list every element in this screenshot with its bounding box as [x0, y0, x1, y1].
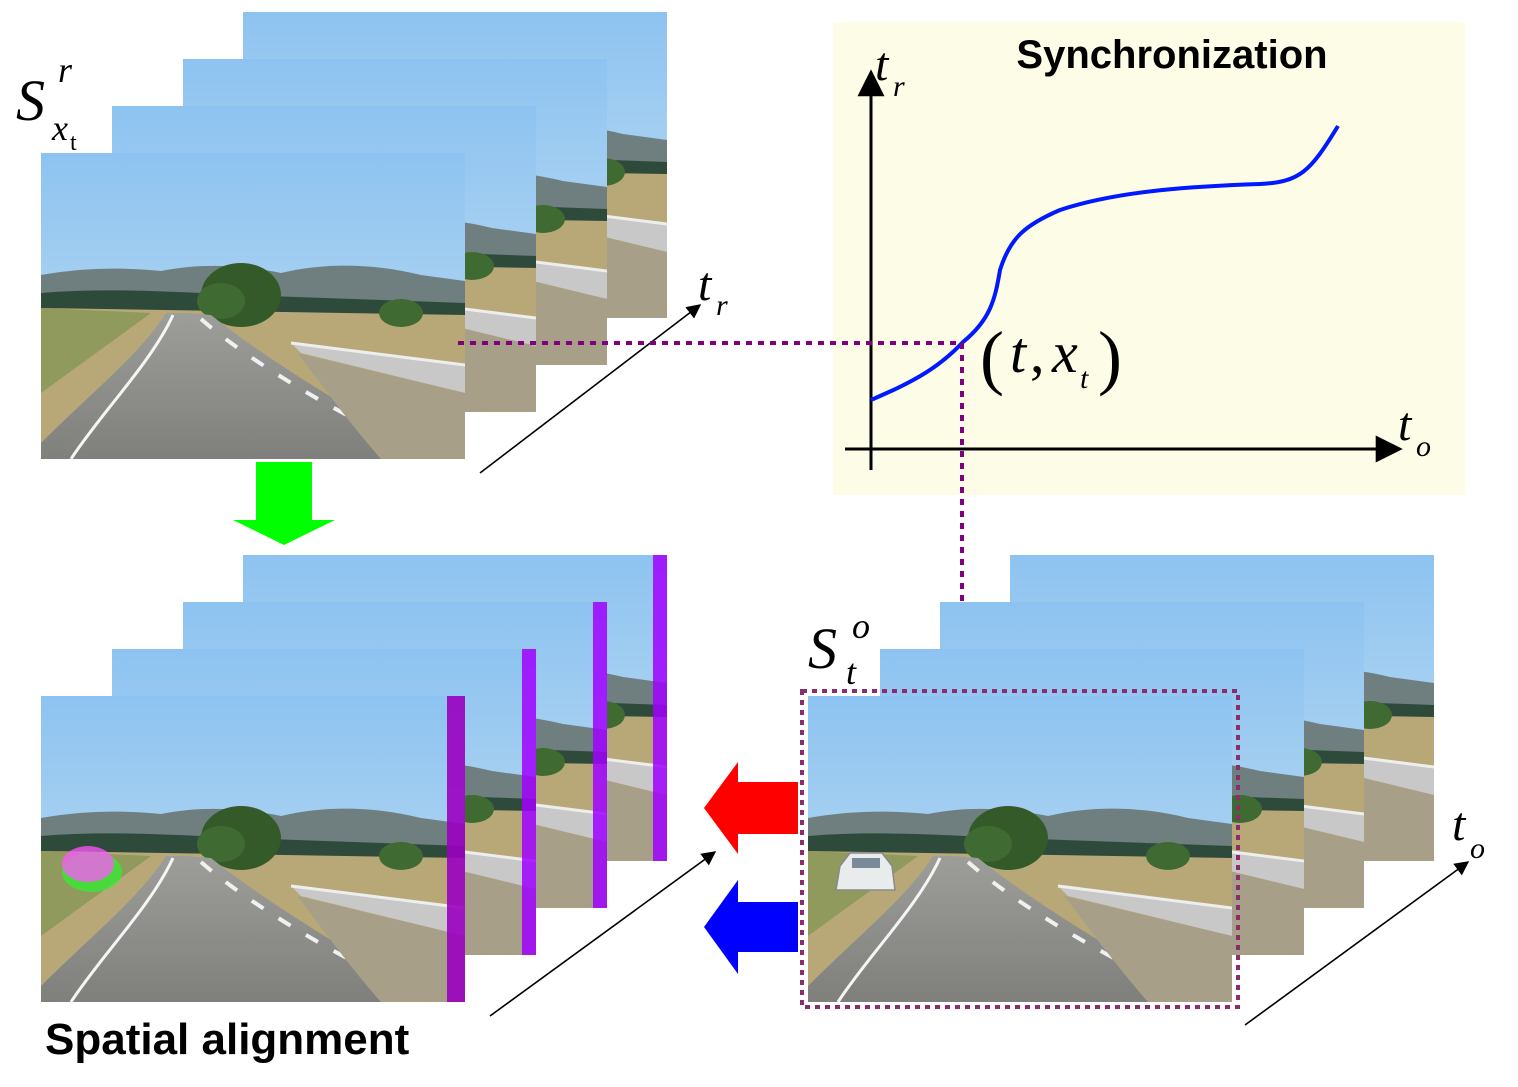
observed-subscript: t: [846, 652, 857, 692]
sync-point-t: t: [1010, 320, 1028, 385]
aligned-time-axis: [489, 851, 717, 1017]
reference-frame-1: [41, 153, 465, 459]
sync-x-axis-sub: o: [1416, 430, 1431, 463]
reference-superscript: r: [58, 50, 73, 90]
aligned-frame-2: [112, 649, 536, 955]
observed-sequence-label: S o t: [808, 606, 870, 692]
reference-symbol: S: [16, 68, 45, 133]
ghost-car-magenta: [62, 846, 114, 882]
selected-frame-outline: [800, 689, 1240, 1009]
reference-frame-stack: [41, 12, 667, 459]
reference-sequence-label: S r x t: [16, 50, 77, 156]
sync-point-open-paren: (: [980, 317, 1004, 397]
observed-time-axis-sub: o: [1470, 832, 1485, 865]
aligned-frame-3: [183, 602, 607, 908]
aligned-frame-4: [243, 555, 667, 861]
down-arrow: [233, 462, 335, 545]
reference-time-axis-sub: r: [716, 289, 728, 322]
observed-frame-stack: [800, 555, 1434, 1009]
observed-frame-1: [808, 696, 1232, 1002]
aligned-frame-stack: [41, 555, 667, 1002]
observed-time-axis-letter: t: [1452, 798, 1467, 851]
synchronization-panel: Synchronization t r t o ( t , x t ): [833, 22, 1465, 495]
left-arrow-red: [704, 762, 798, 854]
synchronization-title: Synchronization: [1016, 33, 1327, 77]
reference-time-axis: [479, 304, 702, 474]
sync-y-axis-letter: t: [875, 38, 890, 91]
sync-y-axis-sub: r: [893, 70, 905, 103]
white-car: [835, 852, 896, 891]
sync-point-close-paren: ): [1098, 317, 1122, 397]
spatial-alignment-title: Spatial alignment: [45, 1015, 410, 1064]
left-arrow-blue: [704, 880, 798, 974]
reference-subscript-sub: t: [70, 130, 77, 156]
sync-point-x: x: [1051, 320, 1078, 385]
observed-time-axis: [1244, 861, 1470, 1026]
observed-superscript: o: [852, 606, 870, 646]
sync-x-axis-letter: t: [1398, 398, 1413, 451]
synchronization-background: [833, 22, 1465, 495]
aligned-frame-1: [41, 696, 465, 1002]
white-car-windshield: [852, 858, 880, 868]
sync-point-comma: ,: [1030, 320, 1045, 385]
reference-subscript: x: [51, 108, 68, 148]
observed-symbol: S: [808, 616, 837, 681]
sync-point-x-sub: t: [1080, 362, 1089, 395]
reference-time-axis-letter: t: [698, 258, 713, 311]
sync-curve: [870, 124, 1340, 402]
sync-point-label: ( t , x t ): [980, 317, 1122, 397]
